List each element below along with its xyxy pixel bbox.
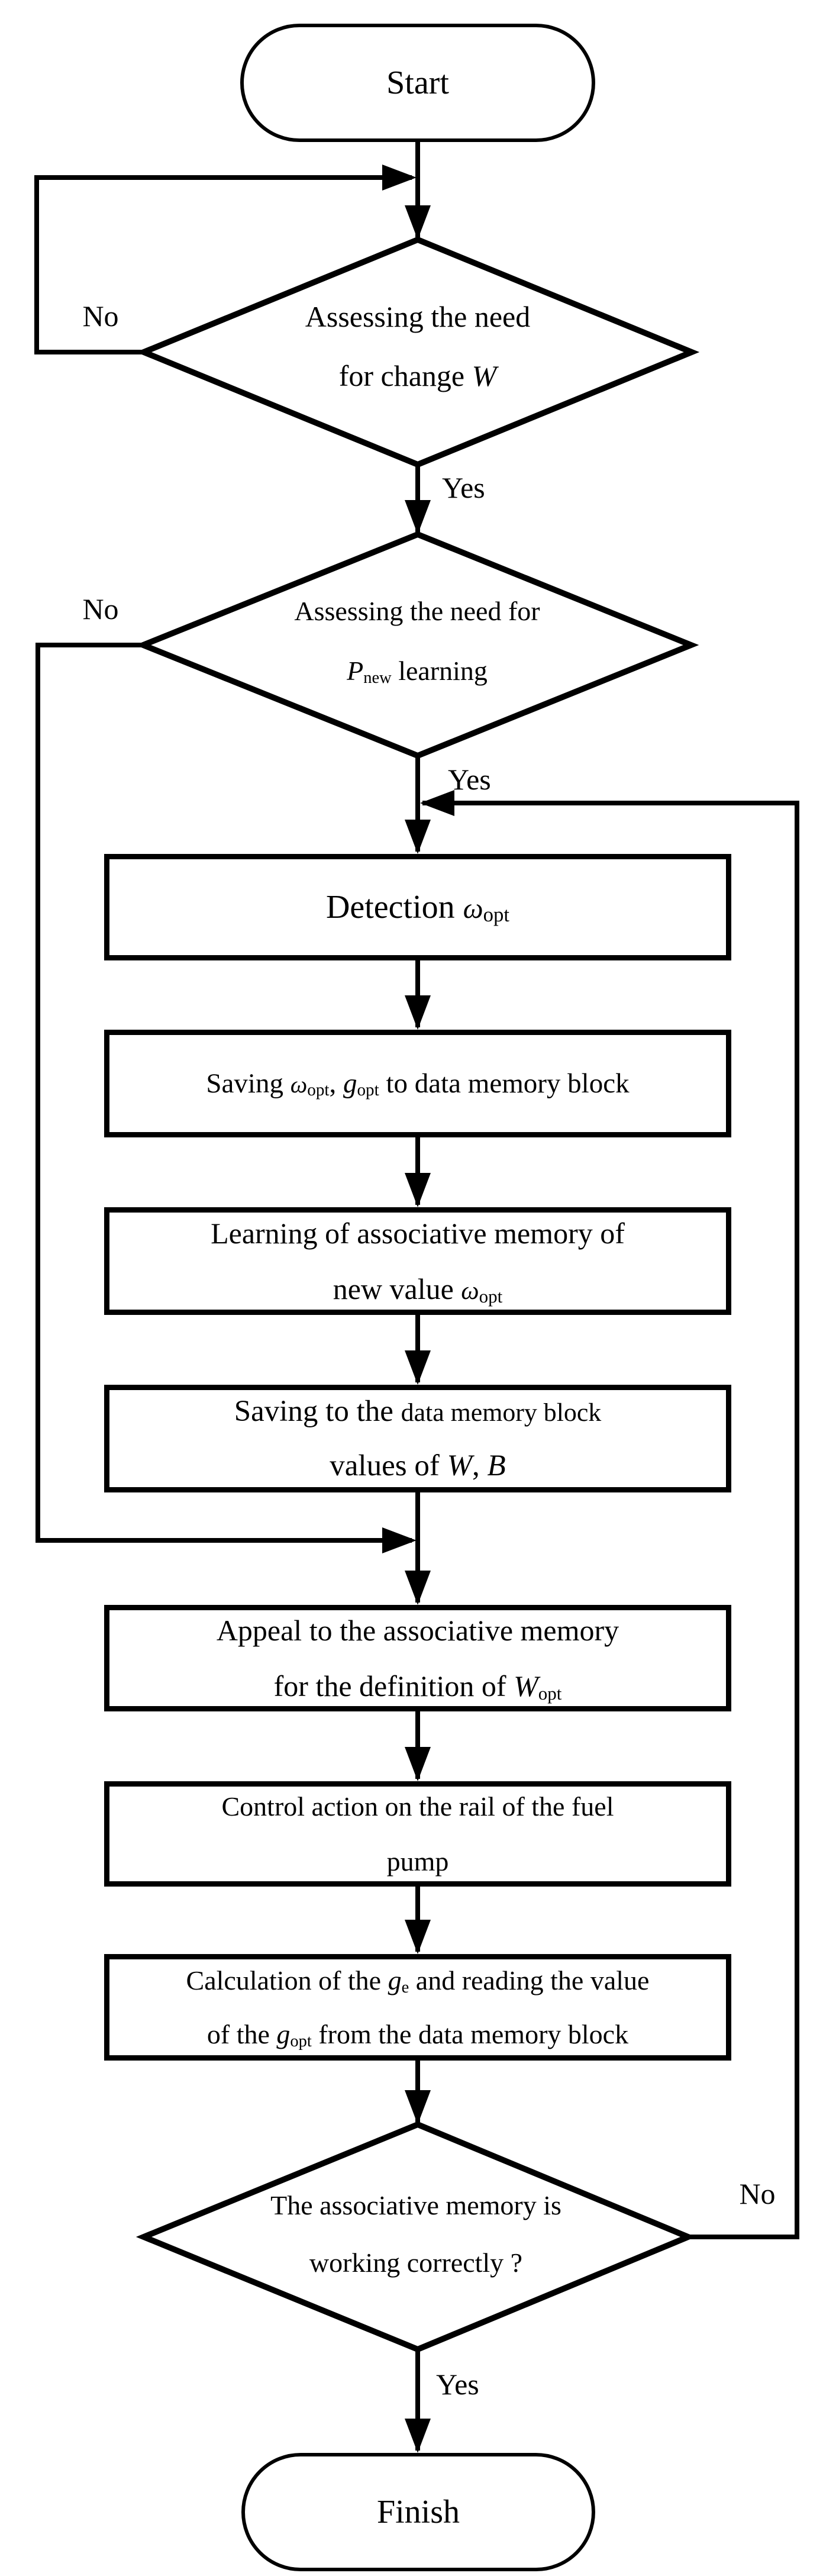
edge-d2-no-loop: [35, 643, 412, 1543]
edge-d3-no-loop: [422, 801, 799, 2239]
arrowhead-into-b6: [405, 1747, 431, 1781]
arrowhead-into-d1: [405, 205, 431, 240]
edge-label-yes-2: Yes: [448, 763, 491, 796]
edge-label-yes-3: Yes: [436, 2368, 479, 2401]
start-terminator: Start: [240, 24, 595, 142]
decision-2-shape: [135, 531, 699, 759]
arrowhead-into-b4: [405, 1350, 431, 1385]
arrowhead-into-finish: [405, 2419, 431, 2453]
decision-3-shape: [135, 2121, 696, 2353]
arrowhead-into-b7: [405, 1920, 431, 1954]
arrowhead-into-b5: [405, 1571, 431, 1605]
process-saving-omega-g: Saving ωopt, gopt to data memory block: [104, 1030, 731, 1137]
edge-label-no-3: No: [739, 2177, 776, 2210]
edge-label-no-2: No: [82, 592, 119, 626]
decision-1-shape: [135, 236, 700, 468]
arrowhead-into-d2: [405, 500, 431, 534]
arrowhead-no3-merge: [420, 790, 454, 816]
arrowhead-into-b3: [405, 1173, 431, 1207]
finish-label: Finish: [376, 2494, 460, 2530]
arrowhead-into-b1: [405, 820, 431, 854]
arrowhead-no2-merge: [382, 1527, 417, 1553]
edge-d1-no-loop: [34, 175, 412, 354]
arrowhead-no1-merge: [382, 165, 417, 191]
arrowhead-into-d3: [405, 2090, 431, 2124]
edge-label-yes-1: Yes: [442, 471, 485, 504]
process-calculation-ge: Calculation of the ge and reading the va…: [104, 1954, 731, 2061]
arrowhead-into-b2: [405, 995, 431, 1030]
process-detection-omega-opt: Detection ωopt: [104, 854, 731, 960]
edge-label-no-1: No: [82, 299, 119, 333]
start-label: Start: [386, 65, 449, 101]
finish-terminator: Finish: [241, 2453, 595, 2571]
